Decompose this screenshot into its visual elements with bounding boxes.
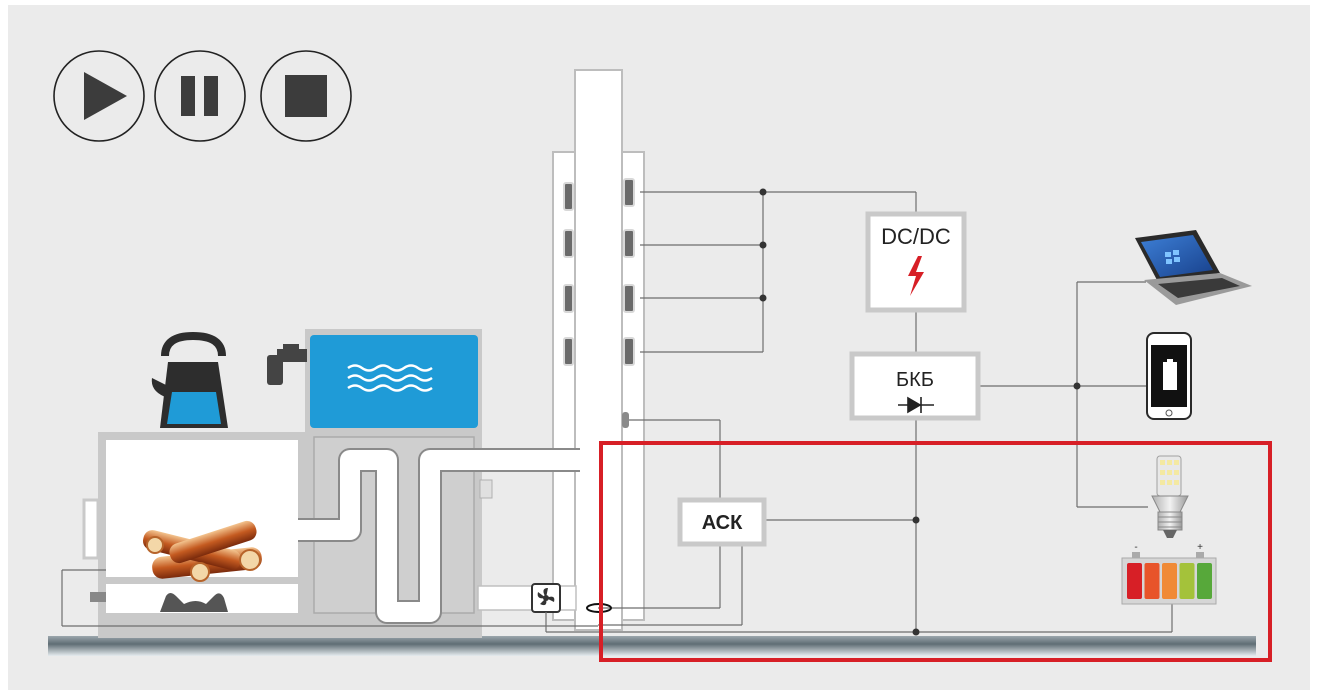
highlight-frame [599, 441, 1272, 662]
battery-cell [1179, 563, 1195, 599]
stop-button[interactable] [260, 50, 352, 142]
faucet-icon [267, 344, 307, 385]
wiring [61, 191, 1173, 633]
battery-cell [1162, 563, 1177, 599]
play-button[interactable] [53, 50, 145, 142]
diode-icon [898, 396, 934, 414]
play-icon [84, 72, 127, 120]
lightning-icon [908, 256, 924, 296]
battery-cell [1197, 563, 1212, 599]
battery-icon: - + [1121, 542, 1217, 605]
water-waves-icon [347, 364, 433, 392]
battery-minus-label: - [1134, 542, 1137, 553]
pause-button[interactable] [154, 50, 246, 142]
ash-pile-icon [160, 593, 228, 612]
stove [82, 432, 308, 638]
firewood-icon [142, 520, 262, 582]
kettle-icon [151, 331, 228, 428]
bkb-block[interactable]: БКБ [849, 351, 981, 421]
junction-dots [759, 188, 1081, 636]
led-bulb-icon [1151, 455, 1189, 538]
pause-icon [181, 76, 218, 116]
laptop-icon [1135, 230, 1252, 305]
ask-block[interactable]: АСК [677, 497, 767, 547]
battery-cell [1127, 563, 1142, 599]
dcdc-converter[interactable]: DC/DC [865, 211, 967, 313]
thermoelectric-column [552, 69, 645, 631]
battery-plus-label: + [1197, 542, 1203, 553]
ask-label: АСК [702, 512, 743, 534]
battery-cells [1127, 563, 1212, 599]
bkb-label: БКБ [896, 369, 934, 391]
battery-cell [1144, 563, 1160, 599]
fan-icon [531, 583, 561, 613]
temperature-sensor [622, 412, 629, 428]
phone-icon [1146, 332, 1192, 420]
dcdc-label: DC/DC [881, 224, 951, 249]
stop-icon [285, 75, 327, 117]
floor [48, 636, 1256, 656]
